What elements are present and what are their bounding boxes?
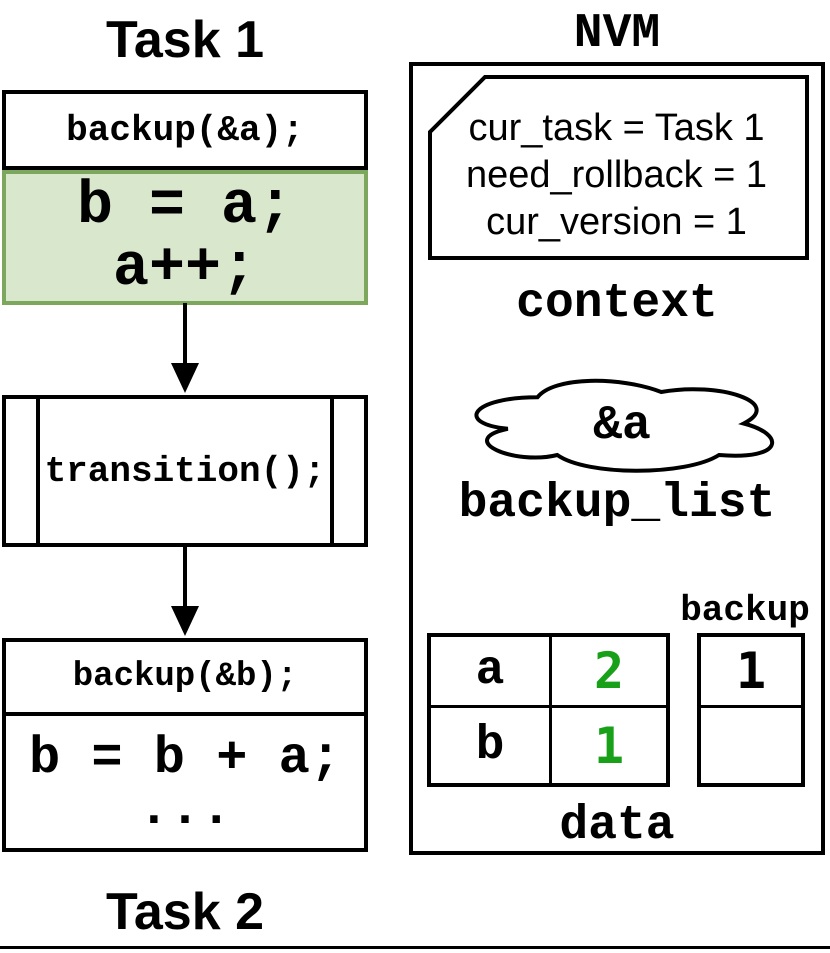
- context-label: context: [516, 277, 718, 331]
- backup-list-label: backup_list: [458, 477, 776, 531]
- task1-backup-code: backup(&a);: [66, 109, 304, 151]
- backup-table-cell-2: [701, 708, 801, 783]
- backup-table-cell-1: 1: [701, 637, 801, 708]
- process-box-left-bar: [36, 399, 40, 543]
- task2-code-line: b = b + a;: [28, 729, 342, 788]
- backup-list-cloud-shape: [474, 378, 775, 473]
- process-box-right-bar: [330, 399, 334, 543]
- context-line-cur-task: cur_task = Task 1: [468, 107, 765, 149]
- task2-body-code: b = b + a; ...: [6, 716, 364, 848]
- highlight-code-line-1: b = a;: [76, 172, 294, 241]
- task1-title: Task 1: [105, 11, 265, 69]
- backup-column-label: backup: [680, 590, 810, 631]
- highlight-code-line-2: a++;: [112, 234, 258, 303]
- transition-process-box: transition();: [2, 395, 368, 547]
- context-line-need-rollback: need_rollback = 1: [465, 154, 768, 196]
- context-card-shape: [428, 75, 809, 260]
- transition-code: transition();: [44, 450, 326, 492]
- flow-arrow-icon: [171, 303, 199, 393]
- task2-title: Task 2: [105, 883, 265, 941]
- bottom-divider: [0, 946, 830, 949]
- task2-backup-code-row: backup(&b);: [6, 642, 364, 716]
- data-table: a 2 b 1: [427, 633, 670, 787]
- backup-table: 1: [697, 633, 805, 787]
- context-line-cur-version: cur_version = 1: [486, 201, 747, 243]
- task2-backup-code: backup(&b);: [72, 658, 298, 696]
- task1-highlighted-code-box: b = a; a++;: [2, 170, 368, 305]
- data-table-cell-value-a: 2: [552, 637, 666, 708]
- data-label: data: [559, 799, 675, 853]
- context-card-text: cur_task = Task 1 need_rollback = 1 cur_…: [428, 105, 805, 246]
- data-table-cell-name-b: b: [431, 708, 552, 783]
- task2-ellipsis: ...: [138, 780, 232, 839]
- task1-backup-code-box: backup(&a);: [2, 90, 368, 170]
- task2-code-box: backup(&b); b = b + a; ...: [2, 638, 368, 852]
- data-table-cell-name-a: a: [431, 637, 552, 708]
- data-table-cell-value-b: 1: [593, 716, 625, 775]
- nvm-title: NVM: [573, 7, 661, 61]
- flow-arrow-icon: [171, 546, 199, 636]
- backup-list-content: &a: [593, 399, 651, 453]
